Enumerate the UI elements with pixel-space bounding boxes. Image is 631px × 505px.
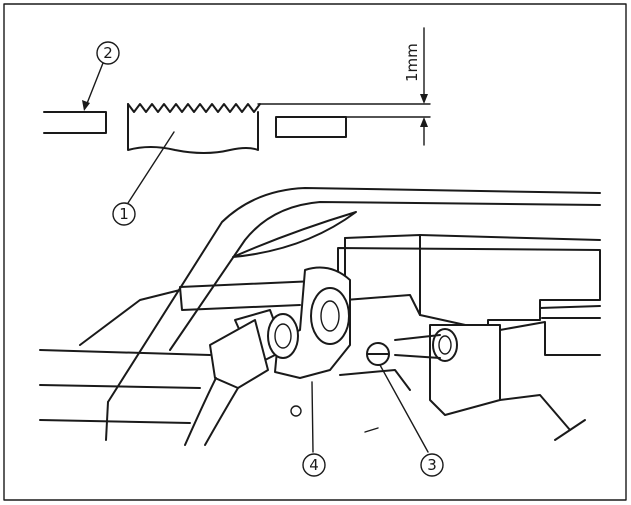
lower-right-linkage xyxy=(499,394,571,431)
callout-1-leader xyxy=(127,131,175,204)
block-body xyxy=(179,247,601,331)
base-line-3 xyxy=(39,419,191,424)
callout-4-leader xyxy=(311,381,314,453)
callout-4: 4 xyxy=(302,381,326,477)
block-top-edge xyxy=(419,234,601,241)
callout-1: 1 xyxy=(112,131,175,226)
lower-center-edge xyxy=(339,369,411,391)
callout-1-text: 1 xyxy=(119,205,129,223)
bed-outline-outer xyxy=(107,187,601,403)
callout-3: 3 xyxy=(379,364,444,477)
dimension-arrow-bottom xyxy=(420,117,428,127)
callout-3-text: 3 xyxy=(427,456,437,474)
cylinder-end xyxy=(432,328,458,362)
bracket-boss-bore xyxy=(320,300,340,332)
feed-dog-height-detail: 1mm xyxy=(43,27,431,154)
left-screw-inner xyxy=(274,323,292,349)
left-clamp xyxy=(209,319,269,389)
callout-2-circle xyxy=(96,41,120,65)
lower-right-frame xyxy=(499,321,601,356)
diagonal-edge xyxy=(79,289,181,346)
callout-2-text: 2 xyxy=(103,44,113,62)
callout-2: 2 xyxy=(82,41,120,111)
cylinder-shaft-bottom xyxy=(394,354,441,359)
callout-2-arrowhead xyxy=(82,100,90,111)
lens-slot xyxy=(232,211,357,258)
block-lower-edge xyxy=(179,286,301,311)
callout-4-text: 4 xyxy=(309,456,319,474)
mechanism-illustration xyxy=(39,187,601,446)
dimension-label: 1mm xyxy=(403,43,421,82)
left-screw-head xyxy=(267,313,299,359)
dimension-arrow-top xyxy=(420,94,428,104)
feed-dog-teeth xyxy=(127,103,261,113)
left-rod-1 xyxy=(184,377,217,446)
callout-4-circle xyxy=(302,453,326,477)
right-rail-top xyxy=(539,305,601,309)
base-line-2 xyxy=(39,384,201,389)
bed-outline-inner xyxy=(169,201,601,351)
callout-3-circle xyxy=(420,453,444,477)
small-hole xyxy=(290,405,302,417)
left-rod-2 xyxy=(204,387,239,446)
callout-3-leader xyxy=(379,364,429,453)
cylinder-bore xyxy=(438,335,452,355)
base-line-1 xyxy=(39,349,211,356)
throat-plate-left xyxy=(43,111,107,134)
throat-plate-right xyxy=(275,116,347,138)
small-mark xyxy=(364,427,379,433)
lower-right-rod xyxy=(554,419,586,441)
bracket-boss xyxy=(310,287,350,345)
feed-dog-body xyxy=(127,103,259,154)
callout-1-circle xyxy=(112,202,136,226)
cylinder-shaft-top xyxy=(394,334,441,341)
callout-2-leader xyxy=(85,62,104,107)
figure-frame xyxy=(3,3,627,501)
